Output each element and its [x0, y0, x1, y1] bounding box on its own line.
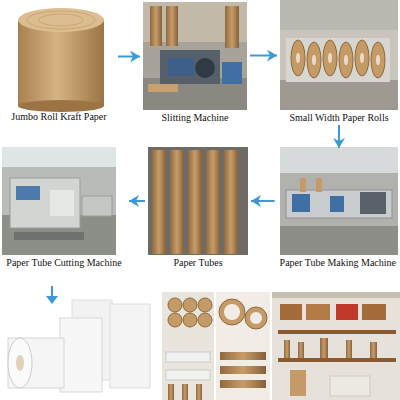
- process-step: Jumbo Roll Kraft Paper: [3, 5, 115, 123]
- step-caption: Paper Tube Cutting Machine: [2, 255, 126, 269]
- certificate-shelf-photo: [272, 292, 400, 400]
- flow-arrow: [46, 286, 58, 304]
- cutting-machine-photo: [2, 147, 116, 255]
- photo-frame: [2, 147, 126, 255]
- step-caption: Slitting Machine: [143, 110, 247, 124]
- photo-frame: [148, 147, 248, 255]
- flow-arrow: [338, 125, 340, 148]
- paper-rolls-photo: [280, 0, 398, 110]
- process-step: Paper Tube Cutting Machine: [2, 147, 126, 269]
- tissue-rolls-photo: [0, 292, 160, 400]
- photo-frame: [143, 2, 247, 110]
- process-step: Small Width Paper Rolls: [280, 0, 398, 124]
- slitting-machine-photo: [143, 2, 247, 110]
- photo-frame: [280, 0, 398, 110]
- process-step: Paper Tubes: [148, 147, 248, 269]
- step-caption: Paper Tube Making Machine: [278, 255, 398, 269]
- flow-arrow: [251, 200, 275, 202]
- process-step: Slitting Machine: [143, 2, 247, 124]
- tube-bundle-photo: [162, 292, 214, 400]
- process-step: Paper Tube Making Machine: [278, 147, 398, 269]
- jumbo-roll-photo: [18, 8, 104, 112]
- photo-frame: [278, 147, 398, 255]
- photo-frame: [3, 5, 115, 109]
- flow-arrow: [129, 200, 145, 202]
- step-caption: Small Width Paper Rolls: [280, 110, 398, 124]
- flow-arrow: [250, 55, 277, 57]
- core-tubes-photo: [216, 292, 270, 400]
- paper-tubes-photo: [148, 147, 248, 255]
- tube-making-machine-photo: [280, 147, 398, 255]
- step-caption: Jumbo Roll Kraft Paper: [3, 109, 115, 123]
- flow-arrow: [118, 56, 140, 58]
- step-caption: Paper Tubes: [148, 255, 248, 269]
